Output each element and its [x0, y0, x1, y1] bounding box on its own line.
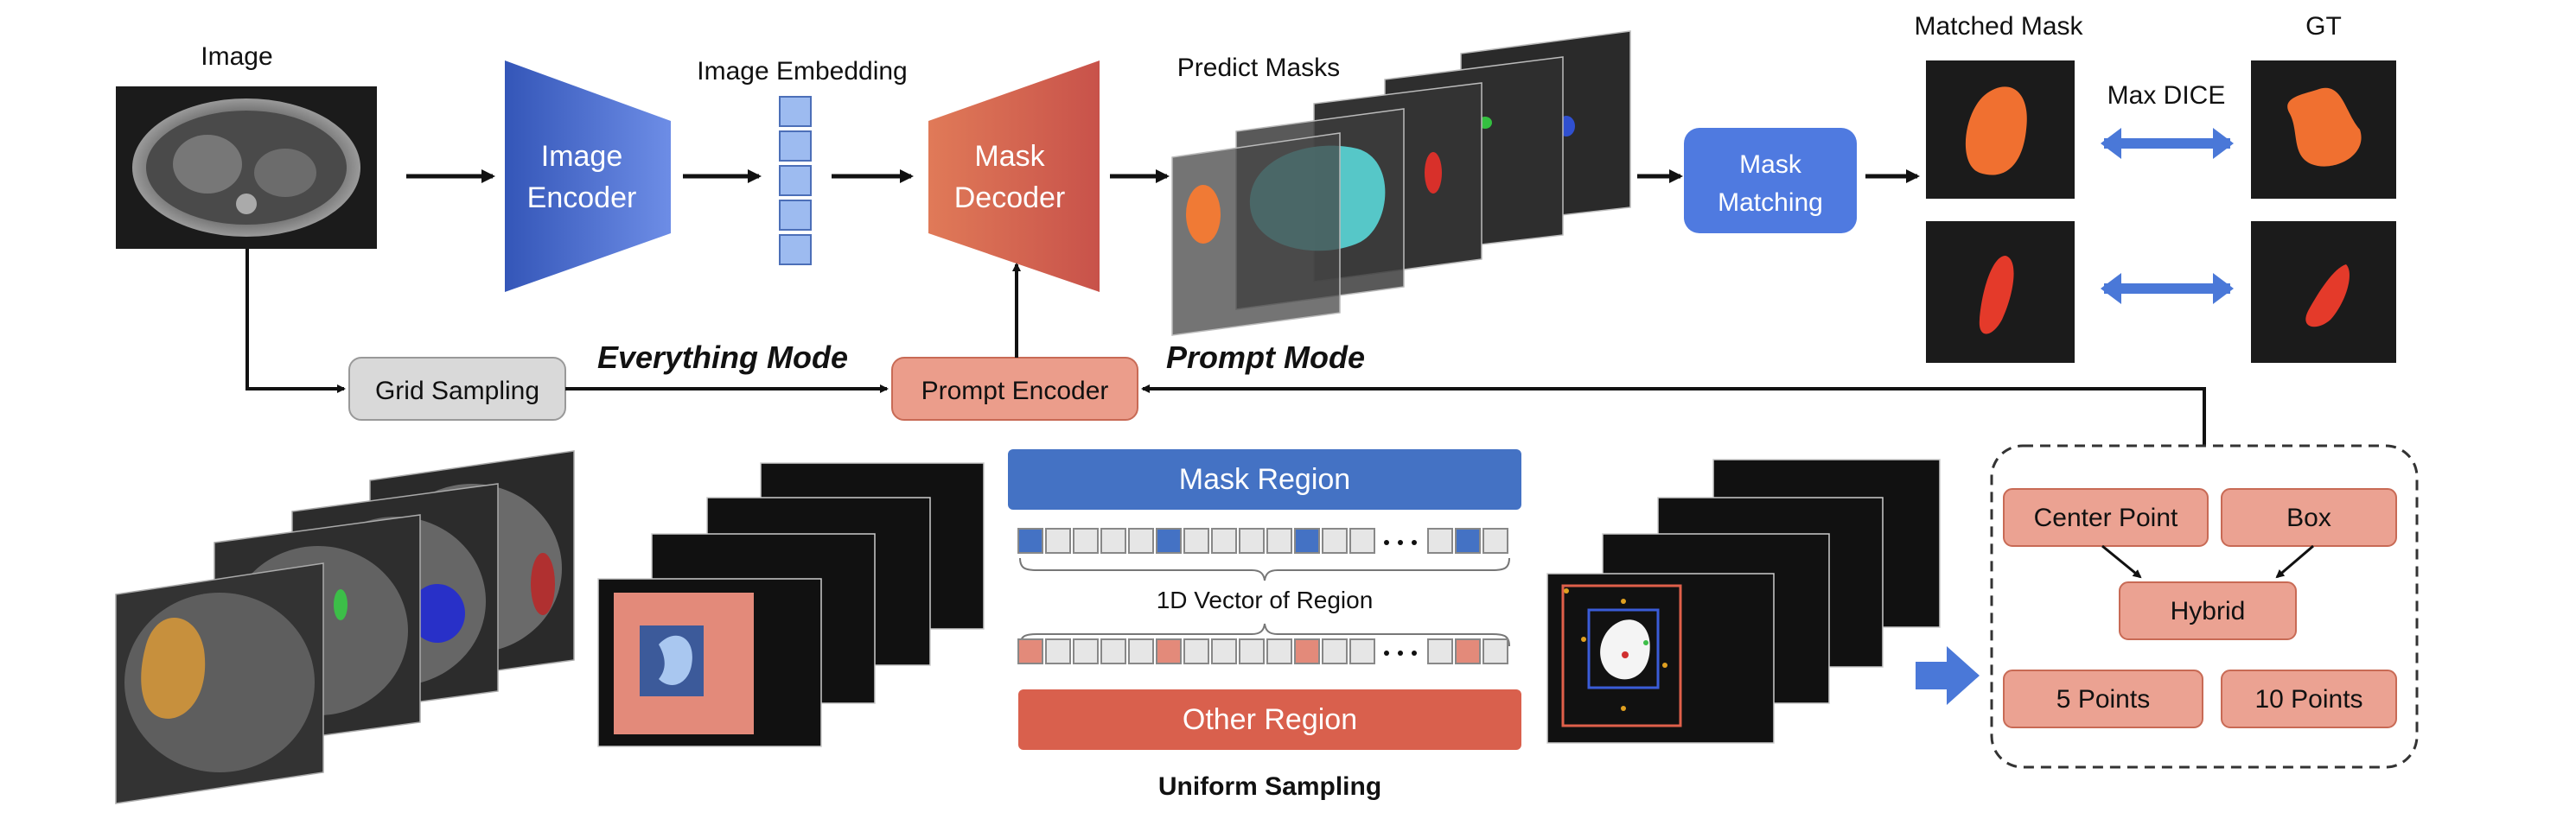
double-arrow-2-left [2101, 273, 2121, 304]
image-encoder-label-1: Image [541, 140, 623, 173]
hybrid-box [2119, 581, 2297, 640]
arrow-box-to-hybrid [2275, 544, 2314, 579]
box-option-label: Box [2286, 504, 2331, 532]
other-region-vector [1017, 638, 1508, 664]
predict-masks-label: Predict Masks [1177, 54, 1340, 82]
five-points-label: 5 Points [2056, 685, 2150, 714]
gt-mask-1 [2251, 60, 2396, 199]
prompt-mask-stack [1546, 459, 1941, 744]
image-embedding-label: Image Embedding [697, 57, 908, 86]
everything-mode-label: Everything Mode [597, 340, 848, 375]
matched-mask-1 [1926, 60, 2075, 199]
other-region-label: Other Region [1183, 703, 1357, 736]
arrow-center-to-hybrid [2101, 544, 2142, 579]
gt-label: GT [2305, 12, 2342, 41]
mask-decoder [928, 60, 1100, 292]
five-points-box [2003, 670, 2203, 728]
blue-block-arrow [1916, 646, 1980, 705]
mri-slice-stack [115, 450, 575, 804]
ten-points-box [2221, 670, 2397, 728]
brace-bottom [1019, 623, 1510, 647]
predicted-mask-stack [1171, 30, 1631, 336]
center-point-label: Center Point [2034, 504, 2178, 532]
other-region-bar [1018, 689, 1521, 750]
box-option-box [2221, 488, 2397, 547]
arrow-options-to-prompt [1141, 384, 2206, 446]
embedding-vector [779, 96, 812, 265]
mask-matching-label-2: Matching [1718, 188, 1823, 217]
prompt-options-container [1990, 444, 2419, 769]
input-image [116, 86, 377, 249]
arrow-image-to-grid [245, 249, 346, 393]
hybrid-label: Hybrid [2171, 597, 2246, 625]
mask-crop-stack [597, 462, 985, 747]
double-arrow-1-left [2101, 128, 2121, 159]
image-encoder [505, 60, 671, 292]
double-arrow-1-right [2213, 128, 2234, 159]
uniform-sampling-label: Uniform Sampling [1158, 772, 1381, 801]
center-point-box [2003, 488, 2209, 547]
vector-ellipsis-2 [1384, 651, 1417, 656]
ten-points-label: 10 Points [2254, 685, 2362, 714]
image-label: Image [201, 42, 272, 71]
max-dice-label: Max DICE [2107, 81, 2226, 110]
double-arrow-2-right [2213, 273, 2234, 304]
image-encoder-label-2: Encoder [527, 181, 637, 214]
mask-decoder-label-2: Decoder [954, 181, 1066, 214]
matched-mask-2 [1926, 221, 2075, 363]
prompt-encoder-label: Prompt Encoder [921, 377, 1109, 405]
prompt-mode-label: Prompt Mode [1166, 340, 1365, 375]
matched-mask-label: Matched Mask [1914, 12, 2083, 41]
brace-top [1019, 557, 1510, 581]
mask-region-bar [1008, 449, 1521, 510]
mask-region-label: Mask Region [1179, 463, 1350, 496]
vector-1d-label: 1D Vector of Region [1157, 587, 1374, 613]
gt-mask-2 [2251, 221, 2396, 363]
mask-region-vector [1017, 528, 1508, 554]
mask-decoder-label-1: Mask [974, 140, 1045, 173]
mask-matching-box [1684, 128, 1857, 233]
mask-matching-label-1: Mask [1739, 150, 1802, 179]
vector-ellipsis-1 [1384, 540, 1417, 545]
grid-sampling-label: Grid Sampling [375, 377, 539, 405]
